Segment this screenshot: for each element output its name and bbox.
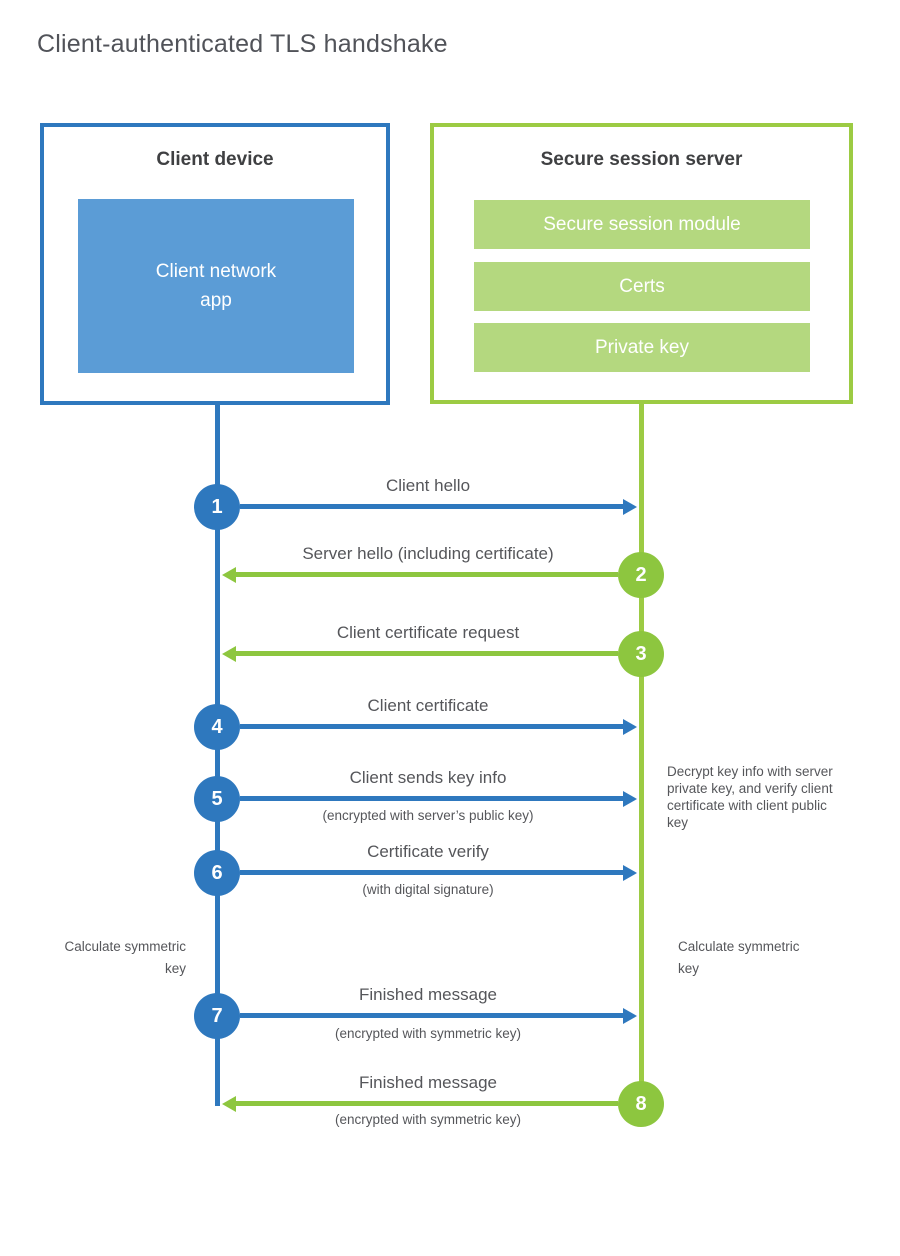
step-circle-5: 5	[194, 776, 240, 822]
step-circle-1: 1	[194, 484, 240, 530]
client-network-app-box: Client network app	[78, 199, 354, 373]
message-label: Finished message	[359, 1073, 497, 1092]
step-circle-3: 3	[618, 631, 664, 677]
message-label: Client sends key info	[349, 768, 507, 787]
step-circle-7: 7	[194, 993, 240, 1039]
message-sublabel: (with digital signature)	[362, 882, 494, 897]
step-circle-6: 6	[194, 850, 240, 896]
step-circle-8: 8	[618, 1081, 664, 1127]
message-sublabel: (encrypted with symmetric key)	[334, 1026, 522, 1041]
server-private-key-bar: Private key	[474, 323, 810, 372]
client-lifeline	[215, 405, 220, 1106]
server-module-bar: Secure session module	[474, 200, 810, 249]
step-circle-4: 4	[194, 704, 240, 750]
message-label: Server hello (including certificate)	[302, 544, 554, 563]
message-label: Finished message	[359, 985, 497, 1004]
message-arrow-left	[222, 645, 618, 662]
page-title: Client-authenticated TLS handshake	[37, 30, 448, 58]
message-label: Client certificate	[367, 696, 489, 715]
message-arrow-right	[240, 790, 637, 807]
note-decrypt-key-info: Decrypt key info with server private key…	[667, 764, 833, 830]
message-label: Client hello	[385, 476, 471, 495]
server-lifeline	[639, 404, 644, 1119]
message-arrow-right	[240, 1007, 637, 1024]
message-sublabel: (encrypted with symmetric key)	[334, 1112, 522, 1127]
message-arrow-right	[240, 498, 637, 515]
message-arrow-right	[240, 864, 637, 881]
message-arrow-left	[222, 1095, 618, 1112]
message-arrow-left	[222, 566, 618, 583]
message-label: Client certificate request	[336, 623, 520, 642]
secure-session-server-title: Secure session server	[540, 149, 743, 170]
message-arrow-right	[240, 718, 637, 735]
message-sublabel: (encrypted with server’s public key)	[322, 808, 534, 823]
step-circle-2: 2	[618, 552, 664, 598]
message-label: Certificate verify	[367, 842, 489, 861]
client-device-title: Client device	[156, 149, 274, 170]
note-calculate-symmetric-key-client: Calculate symmetric key	[64, 939, 186, 976]
server-certs-bar: Certs	[474, 262, 810, 311]
note-calculate-symmetric-key-server: Calculate symmetric key	[678, 939, 800, 976]
